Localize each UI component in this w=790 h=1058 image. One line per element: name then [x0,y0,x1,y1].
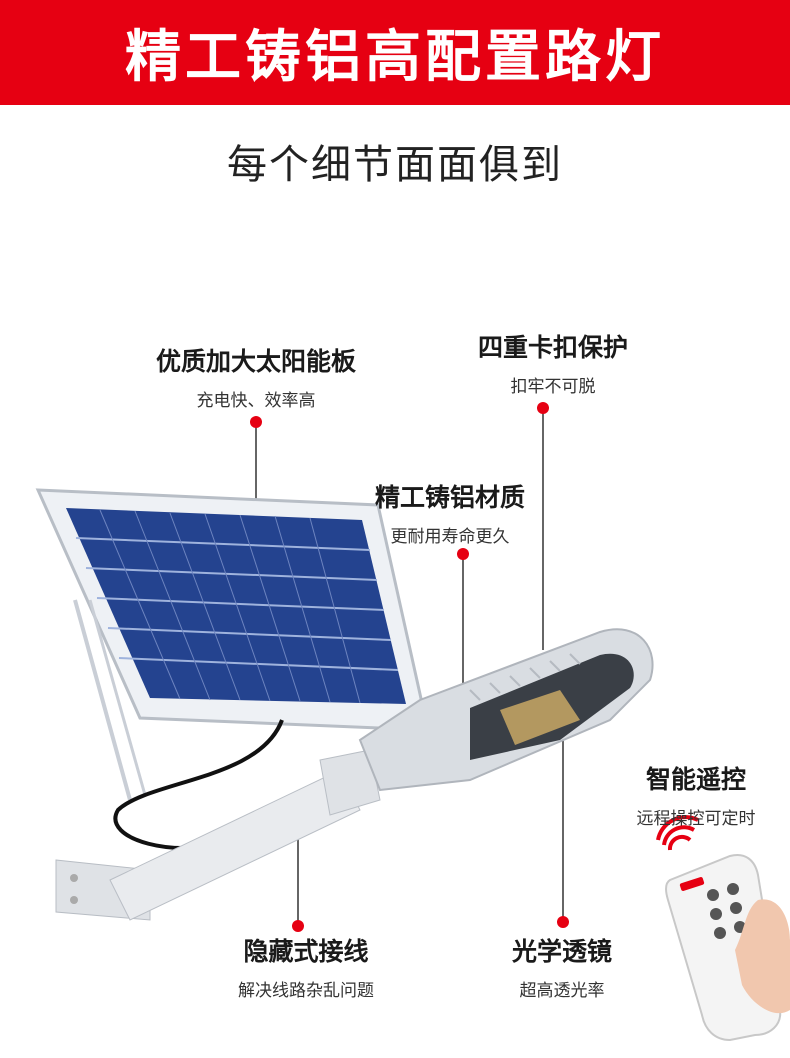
callout-title: 光学透镜 [511,937,612,966]
callout-solar-panel: 优质加大太阳能板 充电快、效率高 [136,342,376,411]
callout-desc: 扣牢不可脱 [510,377,596,397]
header-banner: 精工铸铝高配置路灯 [0,0,790,105]
callout-title: 优质加大太阳能板 [155,347,356,376]
pointer-dots [250,402,569,932]
callout-aluminum: 精工铸铝材质 更耐用寿命更久 [355,478,545,547]
callout-title: 智能遥控 [645,765,746,794]
callout-desc: 更耐用寿命更久 [390,527,510,547]
banner-title: 精工铸铝高配置路灯 [125,25,665,90]
callout-wiring: 隐藏式接线 解决线路杂乱问题 [206,932,406,1001]
mounting-pole [55,749,381,921]
callout-desc: 远程操控可定时 [636,809,756,829]
callout-desc: 解决线路杂乱问题 [238,981,374,1001]
street-lamp-icon [358,628,654,792]
callout-title: 隐藏式接线 [243,937,369,966]
page-subtitle: 每个细节面面俱到 [227,142,563,188]
callout-clip: 四重卡扣保护 扣牢不可脱 [458,328,648,397]
callout-title: 四重卡扣保护 [477,333,628,362]
callout-lens: 光学透镜 超高透光率 [487,932,637,1001]
callout-title: 精工铸铝材质 [374,483,525,512]
callout-remote: 智能遥控 远程操控可定时 [612,760,780,829]
signal-icon [656,815,699,851]
callout-desc: 超高透光率 [519,981,605,1001]
callout-desc: 充电快、效率高 [196,391,316,411]
hand-icon [735,899,790,1014]
